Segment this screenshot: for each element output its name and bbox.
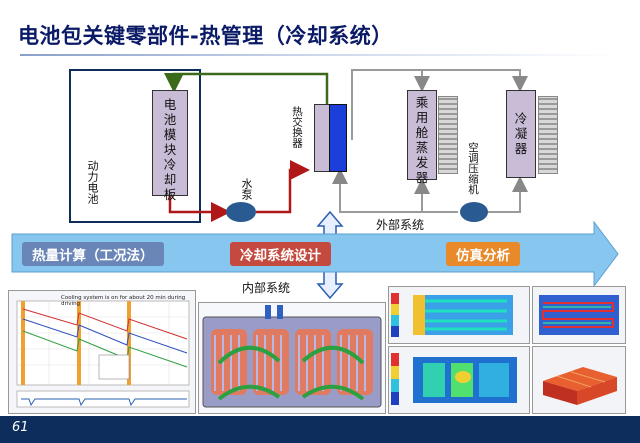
compressor-icon xyxy=(460,202,488,222)
simulation-streamline-graphic xyxy=(539,295,619,335)
heat-exchanger-left xyxy=(314,104,330,172)
temperature-chart-thumbnail: Cooling system is on for about 20 min du… xyxy=(8,290,196,414)
page-number: 61 xyxy=(12,420,29,435)
evaporator-fins-icon xyxy=(438,96,458,174)
refrigerant-to-evaporator xyxy=(414,178,458,213)
coolant-inlet-line xyxy=(164,72,329,104)
simulation-temperature-graphic xyxy=(391,353,517,405)
title-underline xyxy=(20,54,620,56)
compressor-label: 空调压缩机 xyxy=(467,142,479,195)
coolant-to-exchanger-line xyxy=(256,160,310,214)
simulation-streamline-image xyxy=(532,286,626,344)
refrigerant-to-exchanger xyxy=(332,168,422,213)
simulation-temperature-image xyxy=(388,346,530,414)
footer-bar xyxy=(0,416,640,443)
refrigerant-top-line xyxy=(351,69,528,140)
cooling-plate-label: 电池模块冷却板 xyxy=(163,97,177,202)
condenser-label: 冷凝器 xyxy=(514,111,528,156)
simulation-velocity-image xyxy=(388,286,530,344)
water-pump-icon xyxy=(226,202,256,222)
simulation-battery-thermal-graphic xyxy=(543,367,617,405)
temperature-chart-graphic xyxy=(16,300,190,408)
refrigerant-condenser-return xyxy=(488,178,521,213)
evaporator-label: 乘用舱蒸发器 xyxy=(415,95,429,185)
cooling-plate-graphic xyxy=(202,305,382,408)
page-title: 电池包关键零部件-热管理（冷却系统） xyxy=(18,24,393,48)
stage-cooling-design: 冷却系统设计 xyxy=(230,242,331,266)
flow-up-arrow xyxy=(316,210,344,237)
heat-exchanger-label: 热交换器 xyxy=(291,106,303,148)
simulation-velocity-graphic xyxy=(391,293,513,337)
condenser-fins-icon xyxy=(538,96,558,174)
cooling-plate-box: 电池模块冷却板 xyxy=(152,90,188,202)
water-pump-label: 水泵 xyxy=(240,178,253,200)
chart-caption: Cooling system is on for about 20 min du… xyxy=(61,295,186,307)
condenser-box: 冷凝器 xyxy=(506,90,536,178)
internal-system-label: 内部系统 xyxy=(242,281,291,295)
evaporator-box: 乘用舱蒸发器 xyxy=(407,90,437,185)
battery-power-label: 动力电池 xyxy=(86,160,99,204)
simulation-battery-thermal-image xyxy=(532,346,626,414)
battery-pack-frame xyxy=(69,69,201,223)
external-system-label: 外部系统 xyxy=(376,218,425,232)
coolant-to-pump-line xyxy=(168,196,231,222)
cooling-plate-design-image xyxy=(198,302,386,414)
heat-exchanger-right xyxy=(329,104,347,172)
stage-simulation: 仿真分析 xyxy=(446,242,520,266)
stage-heat-calculation: 热量计算（工况法） xyxy=(22,242,164,266)
